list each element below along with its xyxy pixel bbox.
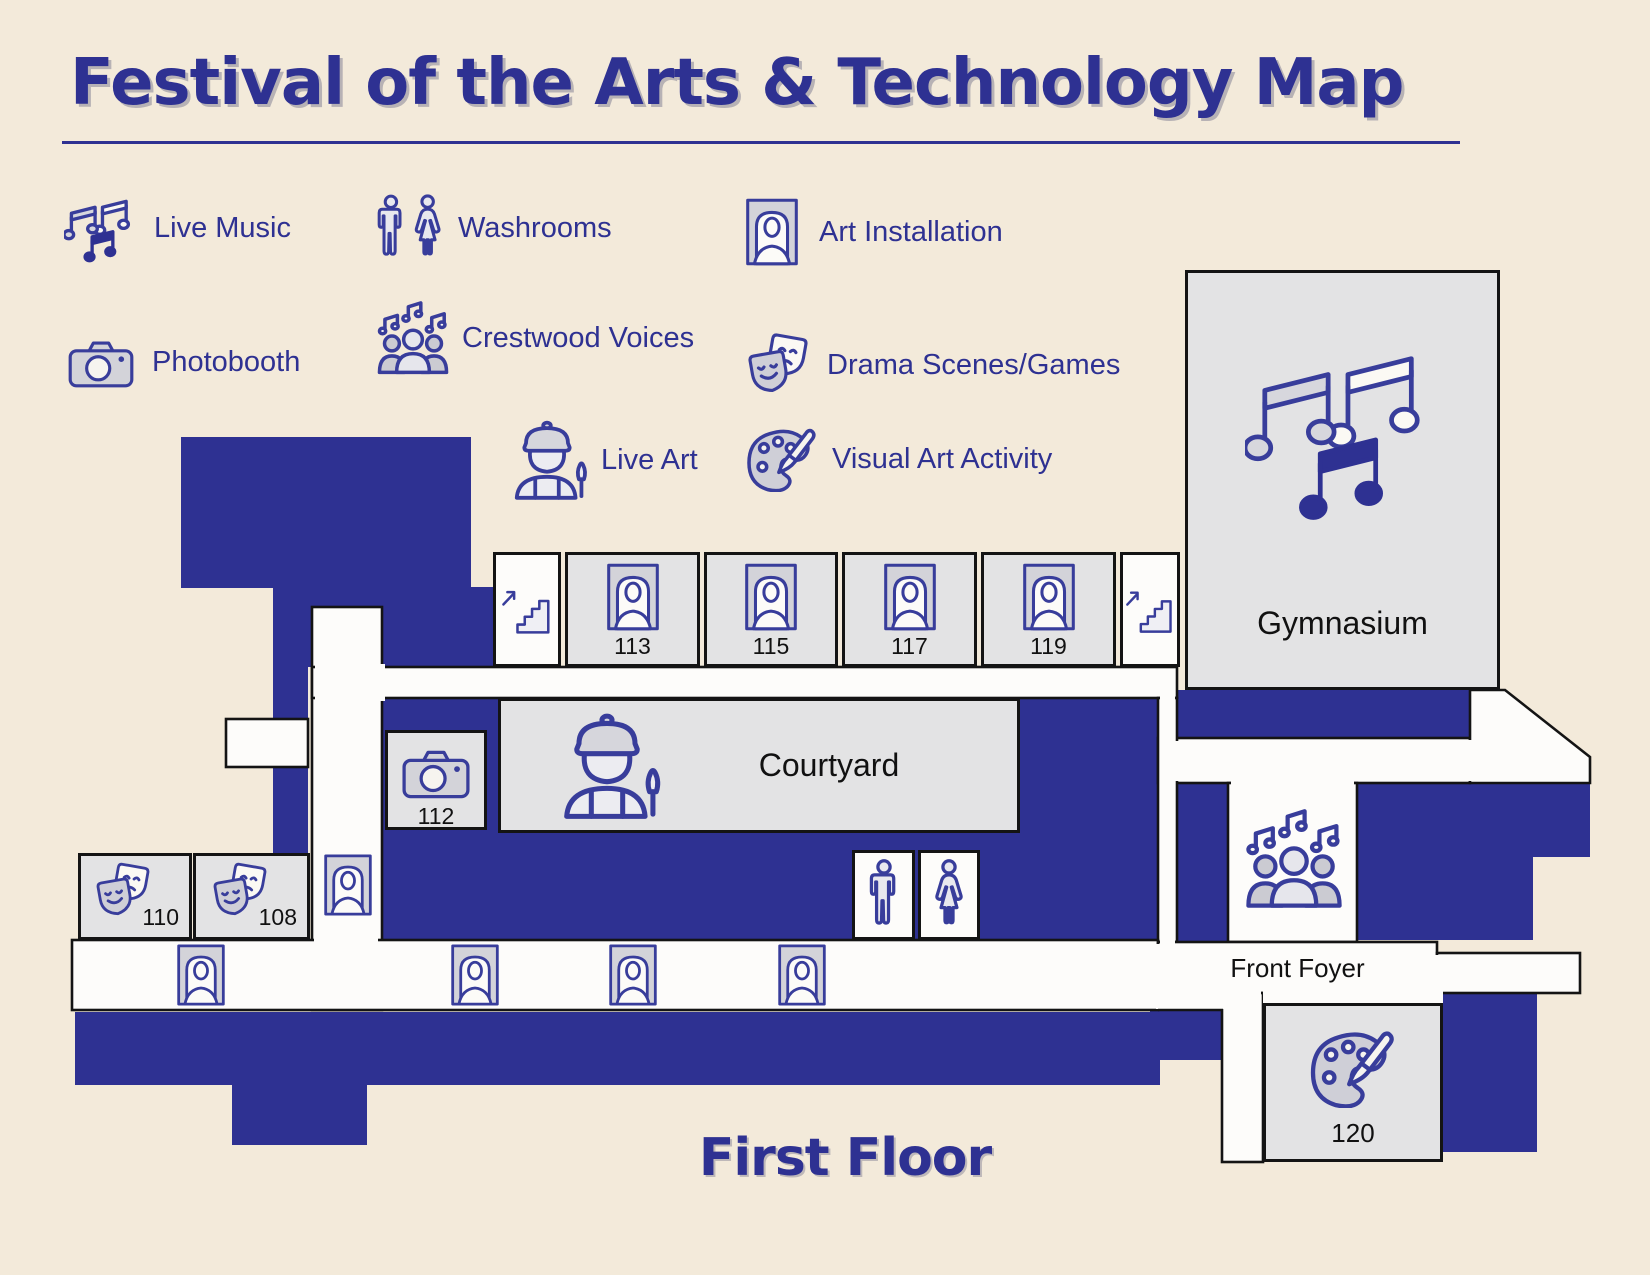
- room-number: 112: [417, 803, 455, 829]
- woman-icon: [927, 859, 971, 931]
- room-number: 119: [1030, 633, 1067, 659]
- art-installation-icon: [606, 563, 660, 631]
- room-119: 119: [981, 552, 1116, 667]
- legend-label: Crestwood Voices: [462, 321, 695, 354]
- room-number: 108: [258, 904, 297, 930]
- room-gymnasium: Gymnasium: [1185, 270, 1500, 690]
- room-label: Courtyard: [758, 747, 900, 783]
- legend-item-live-art: Live Art: [505, 418, 698, 502]
- photobooth-icon: [398, 743, 474, 801]
- legend-item-drama: Drama Scenes/Games: [743, 330, 1120, 400]
- visual-art-icon: [1303, 1028, 1403, 1108]
- art-installation-icon: [450, 944, 500, 1006]
- room-113: 113: [565, 552, 700, 667]
- room-number: 110: [142, 904, 179, 930]
- room-108: 108: [193, 853, 310, 940]
- legend-label: Photobooth: [152, 345, 301, 378]
- room-number: 113: [614, 633, 651, 659]
- stairwell: [1120, 552, 1180, 667]
- art-installation-icon: [1022, 563, 1076, 631]
- stairs-icon: [1123, 585, 1177, 635]
- man-icon: [863, 859, 905, 931]
- art-installation-icon: [323, 854, 373, 916]
- room-number: 117: [891, 633, 928, 659]
- floor-label: First Floor: [698, 1128, 992, 1188]
- stairs-icon: [499, 585, 555, 635]
- room-number: 115: [752, 633, 790, 659]
- stairwell: [493, 552, 561, 667]
- page-title: Festival of the Arts & Technology Map: [70, 46, 1404, 120]
- legend-label: Visual Art Activity: [832, 442, 1053, 475]
- room-117: 117: [842, 552, 977, 667]
- room-120: 120: [1263, 1003, 1443, 1162]
- legend-label: Live Music: [154, 211, 291, 244]
- live-music-icon: [1238, 331, 1450, 529]
- legend-item-washrooms: Washrooms: [372, 192, 612, 264]
- art-installation-icon: [176, 944, 226, 1006]
- legend-label: Art Installation: [819, 215, 1003, 248]
- art-installation-icon: [883, 563, 937, 631]
- art-installation-icon: [777, 944, 827, 1006]
- legend-label: Washrooms: [458, 211, 612, 244]
- art-installation-icon: [744, 563, 798, 631]
- legend-item-art-installation: Art Installation: [745, 196, 1003, 268]
- room-115: 115: [704, 552, 838, 667]
- washroom-men: [852, 850, 915, 940]
- legend-item-photobooth: Photobooth: [66, 332, 300, 392]
- room-110: 110: [78, 853, 192, 940]
- crestwood-voices-icon: [1240, 806, 1348, 912]
- title-underline: [62, 141, 1460, 144]
- room-label: Gymnasium: [1257, 605, 1428, 641]
- legend-item-visual-art: Visual Art Activity: [740, 426, 1052, 492]
- room-112: 112: [385, 730, 487, 830]
- legend-label: Live Art: [601, 443, 698, 476]
- legend-label: Drama Scenes/Games: [827, 348, 1121, 381]
- legend-item-live-music: Live Music: [64, 188, 291, 268]
- legend-item-crestwood-voices: Crestwood Voices: [374, 296, 694, 380]
- art-installation-icon: [608, 944, 658, 1006]
- front-foyer-label: Front Foyer: [1230, 952, 1365, 983]
- washroom-women: [918, 850, 980, 940]
- room-courtyard: Courtyard: [498, 698, 1020, 833]
- room-number: 120: [1331, 1118, 1375, 1148]
